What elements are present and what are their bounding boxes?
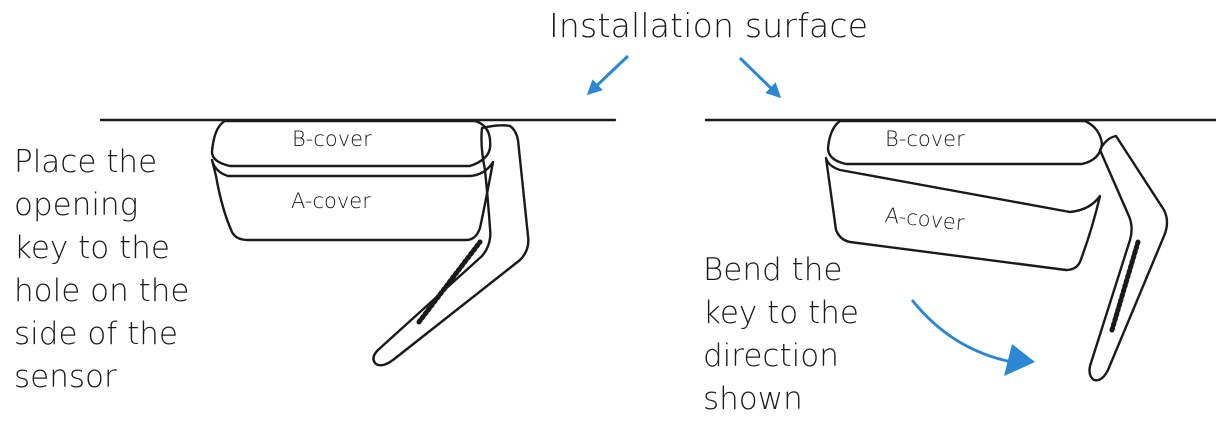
installation-surface-label: Installation surface [549,6,869,45]
opening-key-grip-left [416,239,483,325]
a-cover-shape-right [824,156,1102,272]
opening-key-grip-right [1109,239,1141,333]
a-cover-label-left: A-cover [291,189,371,213]
pointer-arrow-left [586,54,630,96]
opening-key-right [1088,134,1169,382]
left-instruction-line: sensor [14,359,117,395]
b-cover-label-right: B-cover [885,127,965,151]
b-cover-shape-left [210,119,492,168]
right-instruction-text: Bend the key to the direction shown [703,249,859,421]
pointer-arrow-right [738,56,782,99]
b-cover-shape-right [826,119,1104,166]
right-instruction-line: Bend the [703,252,843,288]
right-step-illustration [704,118,1216,382]
right-instruction-line: key to the [703,295,859,331]
left-step-illustration [99,118,617,367]
a-cover-shape-left [210,158,495,242]
opening-key-left [372,124,530,367]
bend-direction-arrowhead [1004,344,1035,376]
right-instruction-line: shown [703,381,803,417]
left-instruction-text: Place the opening key to the hole on the… [14,141,190,399]
b-cover-label-left: B-cover [292,127,372,151]
left-instruction-line: hole on the [14,273,190,309]
left-instruction-line: key to the [14,230,170,266]
right-instruction-line: direction [703,338,839,374]
left-instruction-line: side of the [14,316,178,352]
bend-direction-arrow [910,299,1013,364]
left-instruction-line: opening [14,187,139,223]
left-instruction-line: Place the [14,144,158,180]
